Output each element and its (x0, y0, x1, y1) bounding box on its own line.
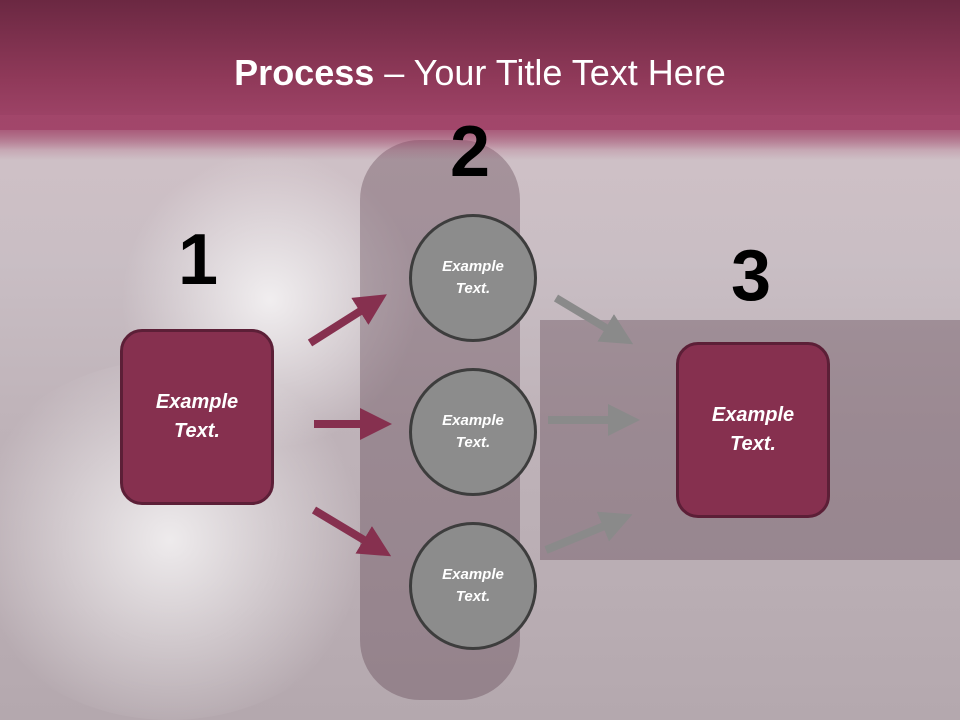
circle-1-line2: Text. (455, 280, 491, 297)
right-box-line2: Text. (730, 433, 776, 455)
right-step-box[interactable]: Example Text. (676, 342, 830, 518)
circle-2-line1: Example (442, 411, 504, 429)
arrow-from-circle-3 (544, 511, 633, 554)
slide-title: Process – Your Title Text Here (0, 52, 960, 94)
title-rest: – Your Title Text Here (374, 52, 726, 93)
circle-3-line1: Example (442, 565, 504, 583)
left-box-line1: Example (155, 391, 239, 413)
left-step-box[interactable]: Example Text. (120, 329, 274, 505)
circle-2[interactable]: Example Text. (409, 368, 537, 496)
title-bold: Process (234, 52, 375, 93)
arrow-to-circle-3 (311, 506, 392, 557)
circle-1-line1: Example (442, 257, 504, 275)
left-box-line2: Text. (174, 420, 220, 442)
header-fade (0, 115, 960, 160)
step-number-2: 2 (450, 112, 491, 192)
right-box-line1: Example (711, 404, 795, 426)
circle-2-line2: Text. (455, 434, 491, 451)
step-number-1: 1 (178, 220, 219, 300)
step-number-3: 3 (731, 236, 772, 316)
circle-1[interactable]: Example Text. (409, 214, 537, 342)
arrow-from-circle-1 (553, 294, 634, 345)
circle-3-line2: Text. (455, 588, 491, 605)
header-band (0, 0, 960, 130)
arrow-to-circle-1 (307, 294, 387, 347)
circle-3[interactable]: Example Text. (409, 522, 537, 650)
